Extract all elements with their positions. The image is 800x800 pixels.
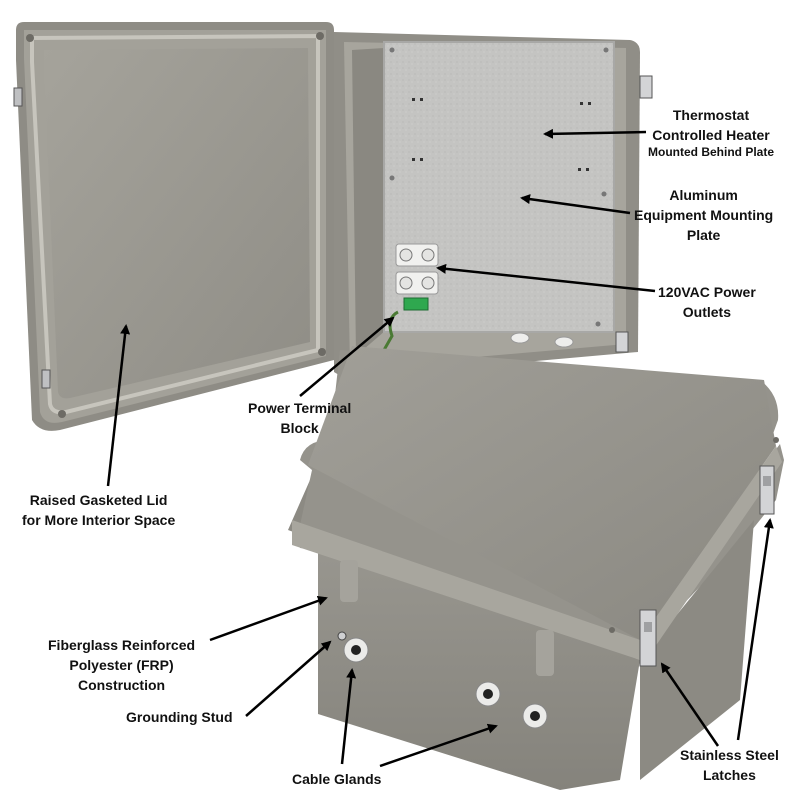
stainless-latch <box>759 465 775 515</box>
bottom-knockout <box>510 332 530 344</box>
grounding-stud <box>337 631 347 641</box>
closed-lid-rim <box>292 520 640 660</box>
body-latch <box>639 75 653 99</box>
callout-frp: Fiberglass Reinforced Polyester (FRP) Co… <box>48 635 195 695</box>
callout-arrows <box>106 128 774 768</box>
power-outlets-line2: Outlets <box>682 304 731 320</box>
arrow-terminal-block <box>299 316 395 397</box>
power-outlets <box>395 243 439 295</box>
arrow-grounding <box>245 640 332 717</box>
body-side-wall <box>352 48 386 356</box>
terminal-block <box>403 297 429 311</box>
arrow-frp <box>209 596 328 642</box>
closed-enclosure <box>288 346 784 790</box>
callout-terminal-block: Power Terminal Block <box>248 398 351 438</box>
arrow-cable-gland-1 <box>340 668 357 765</box>
bottom-knockout <box>554 336 574 348</box>
plate-screw <box>389 47 395 53</box>
gasketed-lid-line1: Raised Gasketed Lid <box>29 492 168 508</box>
open-enclosure-body <box>334 32 653 378</box>
cable-glands-line1: Cable Glands <box>292 771 382 787</box>
callout-cable-glands: Cable Glands <box>292 769 381 789</box>
closed-rib <box>536 630 554 676</box>
closed-screw <box>609 627 615 633</box>
closed-lid-top <box>308 346 776 640</box>
plate-hole <box>588 102 591 105</box>
lid-screw <box>58 410 66 418</box>
aluminum-line1: Aluminum <box>669 187 738 203</box>
cable-gland <box>475 681 501 707</box>
grounding-line1: Grounding Stud <box>126 709 233 725</box>
arrow-gasketed-lid <box>106 324 131 487</box>
arrow-aluminum <box>520 194 631 215</box>
lid-gasket <box>30 33 320 415</box>
callout-grounding: Grounding Stud <box>126 707 233 727</box>
aluminum-line3: Plate <box>686 227 721 243</box>
callout-aluminum: Aluminum Equipment Mounting Plate <box>634 185 773 245</box>
gasketed-lid-line2: for More Interior Space <box>22 512 176 528</box>
plate-hole <box>412 98 415 101</box>
plate-hole <box>420 158 423 161</box>
closed-rib <box>340 560 358 602</box>
closed-side-face <box>640 520 754 780</box>
terminal-block-line2: Block <box>280 420 319 436</box>
thermostat-line3: Mounted Behind Plate <box>648 145 774 159</box>
plate-hole <box>586 168 589 171</box>
arrow-latch-1 <box>660 662 720 747</box>
latches-line2: Latches <box>702 767 756 783</box>
frp-line1: Fiberglass Reinforced <box>48 637 196 653</box>
plate-screw <box>389 175 395 181</box>
callout-latches: Stainless Steel Latches <box>680 745 779 785</box>
frp-line2: Polyester (FRP) <box>69 657 174 673</box>
plate-screw <box>601 191 607 197</box>
plate-hole <box>412 158 415 161</box>
callout-gasketed-lid: Raised Gasketed Lid for More Interior Sp… <box>22 490 175 530</box>
stainless-latch <box>639 609 657 667</box>
cable-gland <box>522 703 548 729</box>
lid-screw <box>316 32 324 40</box>
open-lid <box>13 22 334 431</box>
frp-line3: Construction <box>77 677 166 693</box>
latches-line1: Stainless Steel <box>680 747 779 763</box>
cable-gland <box>343 637 369 663</box>
power-outlets-line1: 120VAC Power <box>658 284 756 300</box>
closed-front-face <box>292 520 640 790</box>
plate-hole <box>420 98 423 101</box>
arrow-power-outlets <box>436 263 656 293</box>
closed-screw <box>773 437 779 443</box>
body-latch <box>615 331 629 353</box>
callout-thermostat: Thermostat Controlled Heater Mounted Beh… <box>648 105 774 160</box>
lid-screw <box>26 34 34 42</box>
thermostat-line2: Controlled Heater <box>652 127 770 143</box>
lid-inner-face <box>44 48 310 399</box>
plate-screw <box>603 47 609 53</box>
terminal-block-line1: Power Terminal <box>248 400 352 416</box>
callout-power-outlets: 120VAC Power Outlets <box>658 282 756 322</box>
arrow-cable-gland-2 <box>379 723 498 768</box>
plate-hole <box>580 102 583 105</box>
thermostat-line1: Thermostat <box>672 107 750 123</box>
arrow-thermostat <box>543 128 647 139</box>
aluminum-line2: Equipment Mounting <box>634 207 774 223</box>
plate-hole <box>578 168 581 171</box>
lid-screw <box>318 348 326 356</box>
plate-screw <box>595 321 601 327</box>
lid-hinge-catch <box>41 369 51 389</box>
arrow-latch-2 <box>736 518 774 741</box>
lid-hinge-catch <box>13 87 23 107</box>
